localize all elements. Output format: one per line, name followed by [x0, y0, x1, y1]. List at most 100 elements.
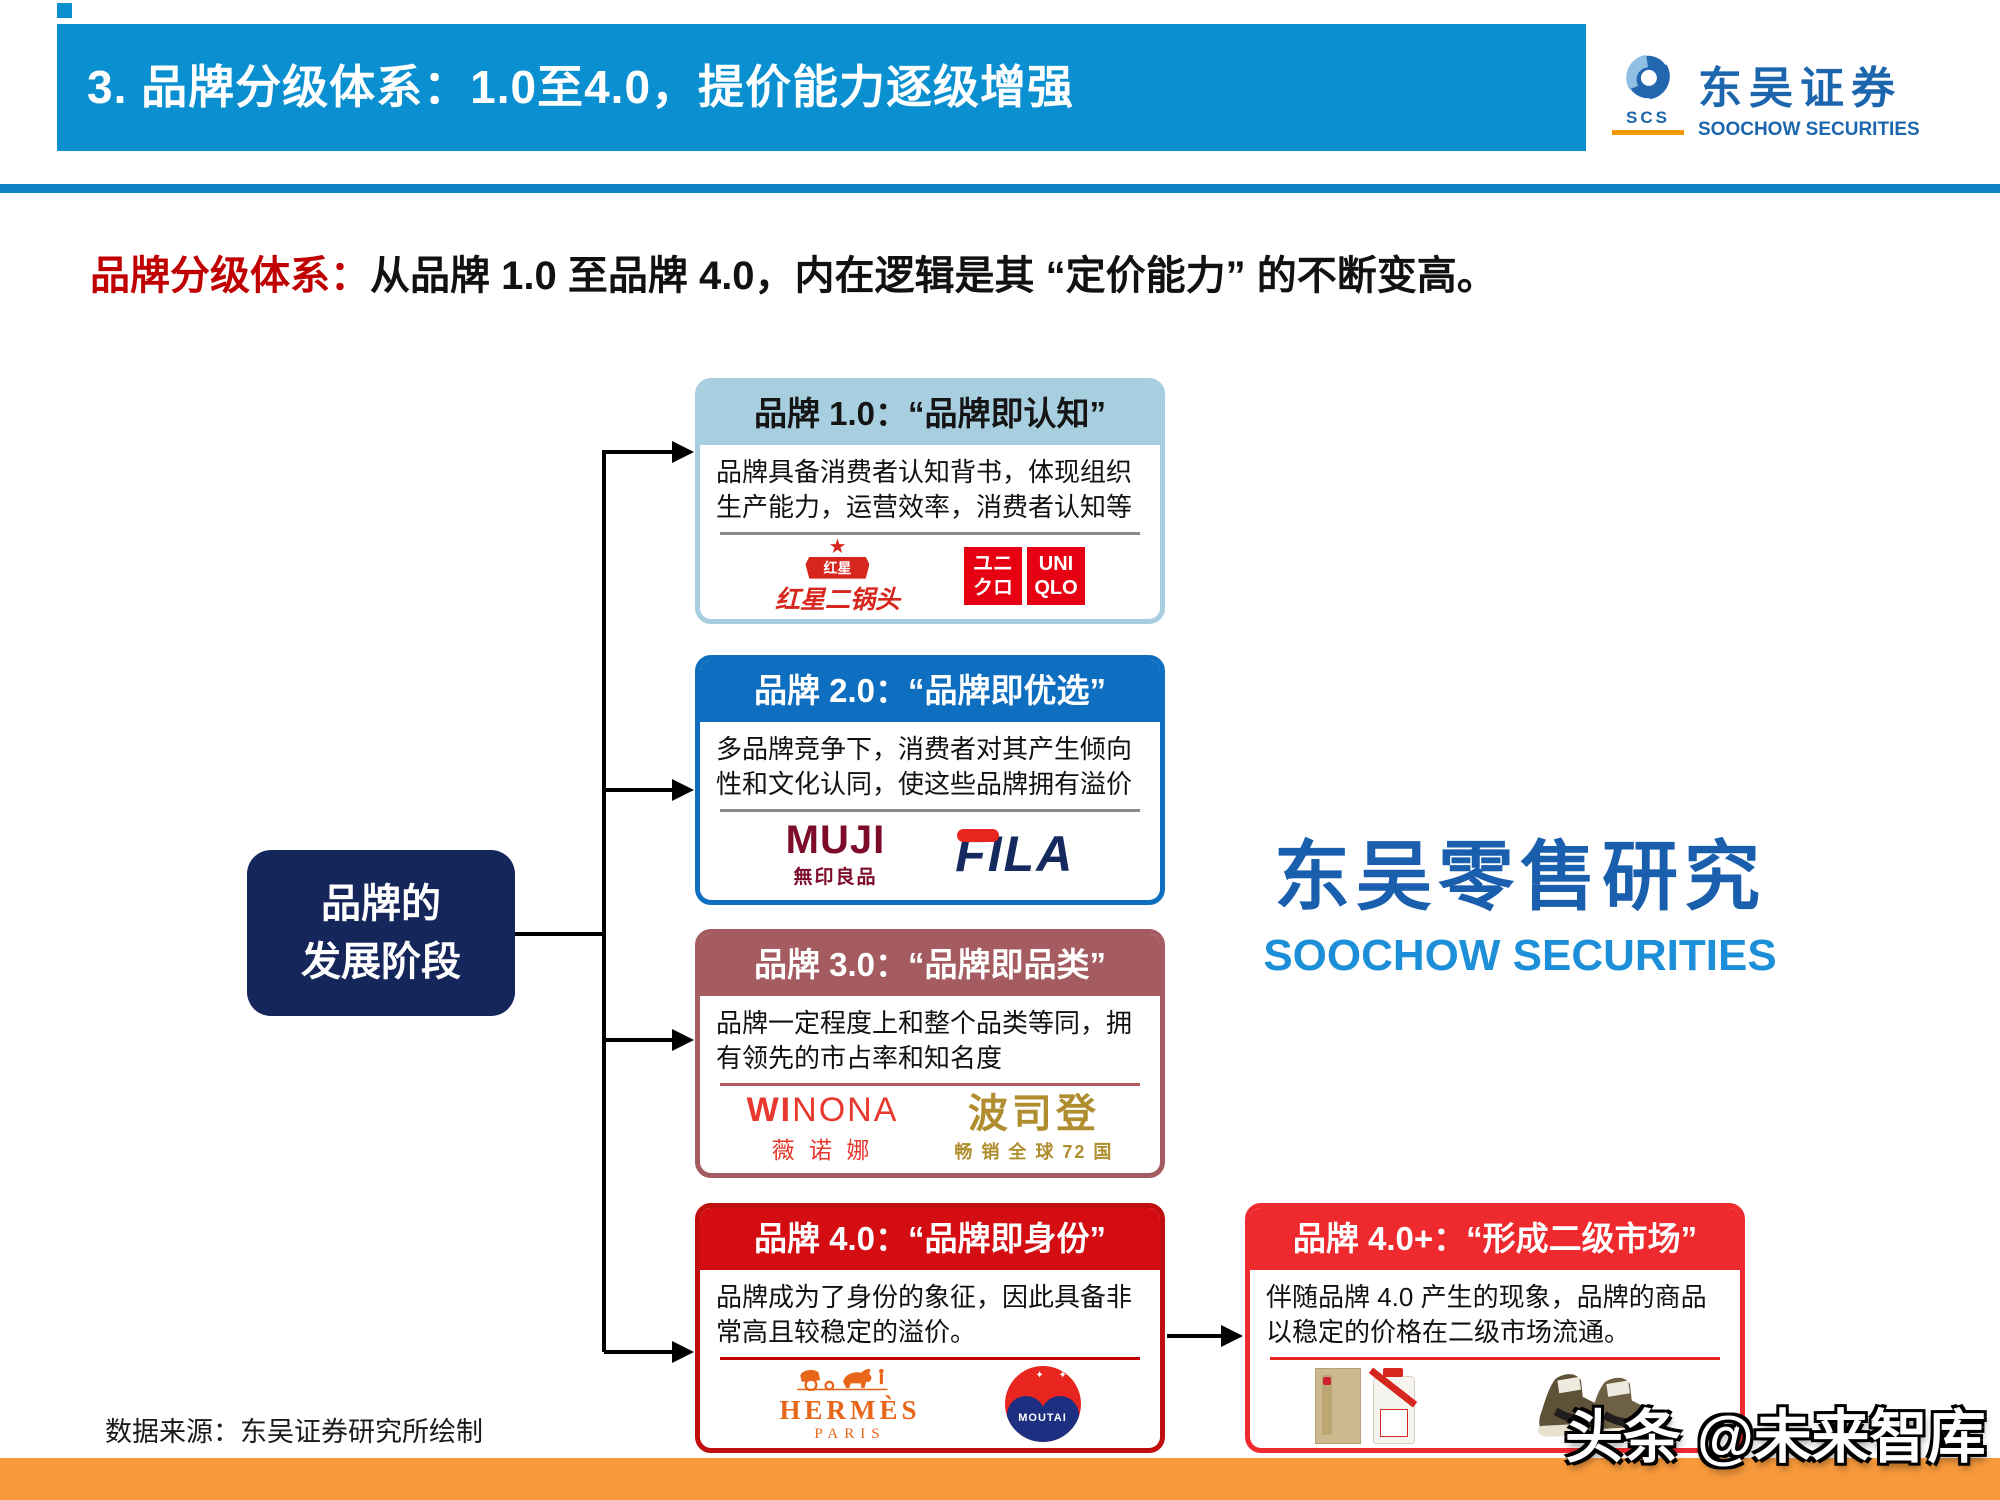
- header-divider-line: [0, 184, 2000, 193]
- data-source-note: 数据来源：东吴证券研究所绘制: [105, 1417, 483, 1447]
- connector-arrow-2-head: [672, 779, 694, 801]
- stage-5-header: 品牌 4.0+：“形成二级市场”: [1250, 1208, 1740, 1270]
- stage-4-desc: 品牌成为了身份的象征，因此具备非常高且较稳定的溢价。: [716, 1282, 1133, 1347]
- stage-1-header: 品牌 1.0：“品牌即认知”: [700, 383, 1160, 445]
- stage-1-title: 品牌 1.0：“品牌即认知”: [753, 395, 1107, 432]
- retail-logo-en: SOOCHOW SECURITIES: [1263, 931, 1777, 980]
- hermes-logo: HERMÈS PARIS: [779, 1365, 920, 1443]
- soochow-logo-cn: 东吴证券: [1698, 64, 1902, 113]
- stage-3-desc: 品牌一定程度上和整个品类等同，拥有领先的市占率和知名度: [716, 1008, 1133, 1073]
- retail-logo-cn: 东吴零售研究: [1274, 835, 1766, 920]
- soochow-logo-text-column: 东吴证券 SOOCHOW SECURITIES: [1698, 52, 1920, 141]
- winona-logo: WINONA 薇 诺 娜: [747, 1093, 899, 1165]
- stage-2-separator: [720, 809, 1140, 813]
- connector-arrow-2-line: [604, 788, 674, 792]
- development-stage-line2: 发展阶段: [301, 940, 461, 984]
- top-left-accent-square: [57, 3, 72, 18]
- moutai-logo: ✦ ✦ ✦ MOUTAI: [1004, 1366, 1081, 1443]
- muji-cn: 無印良品: [793, 866, 878, 888]
- winona-cn: 薇 诺 娜: [771, 1137, 874, 1164]
- soochow-logo-orange-underline: [1612, 130, 1684, 135]
- hongxing-name: 红星二锅头: [774, 585, 900, 614]
- connector-arrow-1-line: [604, 450, 674, 454]
- stage-2-title: 品牌 2.0：“品牌即优选”: [753, 672, 1107, 709]
- connector-arrow-1-head: [672, 441, 694, 463]
- connector-arrow-4-line: [604, 1350, 674, 1354]
- moutai-stars: ✦ ✦ ✦: [1012, 1370, 1073, 1382]
- stage-5-separator: [1270, 1357, 1720, 1361]
- development-stage-line1: 品牌的: [321, 882, 441, 926]
- stage-1-logos: ★ 红星 红星二锅头 ユニ クロ UNI QLO: [700, 537, 1160, 616]
- connector-trunk: [602, 450, 606, 1352]
- stage-box-2-0: 品牌 2.0：“品牌即优选” 多品牌竞争下，消费者对其产生倾向性和文化认同，使这…: [695, 655, 1165, 905]
- winona-nona: NONA: [792, 1091, 899, 1130]
- uniqlo-jp-square: ユニ クロ: [964, 547, 1022, 606]
- soochow-securities-logo: SCS 东吴证券 SOOCHOW SECURITIES: [1612, 52, 1920, 141]
- stage-3-title: 品牌 3.0：“品牌即品类”: [753, 946, 1107, 983]
- stage-2-desc: 多品牌竞争下，消费者对其产生倾向性和文化认同，使这些品牌拥有溢价: [716, 734, 1133, 799]
- stage-2-logos: MUJI 無印良品 FILA: [700, 816, 1160, 892]
- soochow-logo-icon: [1626, 54, 1670, 100]
- stage-5-desc: 伴随品牌 4.0 产生的现象，品牌的商品以稳定的价格在二级市场流通。: [1266, 1282, 1707, 1347]
- connector-arrow-5-head: [1221, 1325, 1243, 1347]
- connector-arrow-5-line: [1167, 1334, 1223, 1338]
- connector-stub: [515, 932, 604, 936]
- soochow-logo-en: SOOCHOW SECURITIES: [1698, 119, 1920, 140]
- uniqlo-jp-bottom: クロ: [973, 577, 1013, 600]
- connector-arrow-3-head: [672, 1029, 694, 1051]
- uniqlo-logo: ユニ クロ UNI QLO: [964, 547, 1085, 606]
- subtitle-label: 品牌分级体系：: [90, 254, 370, 298]
- connector-arrow-3-line: [604, 1038, 674, 1042]
- sneakers-photo: [1537, 1374, 1667, 1441]
- fila-logo: FILA: [955, 826, 1075, 883]
- subtitle: 品牌分级体系：从品牌 1.0 至品牌 4.0，内在逻辑是其 “定价能力” 的不断…: [90, 243, 1497, 301]
- hongxing-erguotou-logo: ★ 红星 红星二锅头: [775, 537, 900, 616]
- stage-box-1-0: 品牌 1.0：“品牌即认知” 品牌具备消费者认知背书，体现组织生产能力，运营效率…: [695, 378, 1165, 624]
- hermes-wordmark: HERMÈS: [779, 1395, 921, 1426]
- moutai-box: [1315, 1368, 1361, 1445]
- stage-5-images: [1250, 1364, 1740, 1446]
- stage-3-logos: WINONA 薇 诺 娜 波司登 畅 销 全 球 72 国: [700, 1090, 1160, 1168]
- hongxing-star-icon: ★: [828, 535, 847, 558]
- stage-5-title: 品牌 4.0+：“形成二级市场”: [1292, 1220, 1698, 1257]
- connector-arrow-4-head: [672, 1341, 694, 1363]
- soochow-logo-scs-text: SCS: [1626, 108, 1670, 127]
- bosideng-tagline: 畅 销 全 球 72 国: [954, 1142, 1114, 1163]
- hermes-paris: PARIS: [814, 1426, 886, 1443]
- stage-3-separator: [720, 1083, 1140, 1087]
- hermes-carriage-icon: [797, 1368, 888, 1392]
- development-stage-box: 品牌的 发展阶段: [247, 850, 515, 1016]
- header-bar: 3. 品牌分级体系：1.0至4.0，提价能力逐级增强: [57, 24, 1586, 151]
- winona-wordmark: WINONA: [747, 1093, 899, 1127]
- watermark: 头条 @未来智库: [1565, 1405, 1986, 1470]
- stage-1-desc: 品牌具备消费者认知背书，体现组织生产能力，运营效率，消费者认知等: [716, 457, 1133, 522]
- stage-2-header: 品牌 2.0：“品牌即优选”: [700, 660, 1160, 722]
- stage-box-3-0: 品牌 3.0：“品牌即品类” 品牌一定程度上和整个品类等同，拥有领先的市占率和知…: [695, 929, 1165, 1178]
- moutai-lips-shape: [1006, 1396, 1079, 1443]
- soochow-retail-research-logo: 东吴零售研究 SOOCHOW SECURITIES: [1230, 815, 1810, 981]
- soochow-logo-icon-column: SCS: [1612, 52, 1684, 135]
- moutai-wordmark: MOUTAI: [1018, 1412, 1067, 1425]
- bosideng-logo: 波司登 畅 销 全 球 72 国: [954, 1094, 1113, 1164]
- subtitle-text: 从品牌 1.0 至品牌 4.0，内在逻辑是其 “定价能力” 的不断变高。: [370, 254, 1497, 298]
- bosideng-wordmark: 波司登: [967, 1092, 1100, 1137]
- uniqlo-jp-top: ユニ: [973, 553, 1013, 576]
- bottom-orange-bar: [0, 1458, 2000, 1500]
- stage-4-separator: [720, 1357, 1140, 1361]
- muji-logo: MUJI 無印良品: [786, 820, 886, 889]
- muji-wordmark: MUJI: [785, 817, 886, 862]
- uniqlo-en-bottom: QLO: [1034, 577, 1078, 600]
- page-title: 3. 品牌分级体系：1.0至4.0，提价能力逐级增强: [87, 61, 1075, 113]
- stage-box-4-0-plus: 品牌 4.0+：“形成二级市场” 伴随品牌 4.0 产生的现象，品牌的商品以稳定…: [1245, 1203, 1745, 1453]
- stage-box-4-0: 品牌 4.0：“品牌即身份” 品牌成为了身份的象征，因此具备非常高且较稳定的溢价…: [695, 1203, 1165, 1453]
- stage-1-separator: [720, 532, 1140, 536]
- hongxing-banner: 红星: [805, 556, 870, 579]
- stage-4-logos: HERMÈS PARIS ✦ ✦ ✦ MOUTAI: [700, 1364, 1160, 1444]
- uniqlo-en-square: UNI QLO: [1027, 547, 1085, 606]
- stage-3-header: 品牌 3.0：“品牌即品类”: [700, 934, 1160, 996]
- moutai-bottle-photo: [1315, 1366, 1435, 1445]
- uniqlo-en-top: UNI: [1038, 553, 1074, 576]
- stage-4-header: 品牌 4.0：“品牌即身份”: [700, 1208, 1160, 1270]
- stage-4-title: 品牌 4.0：“品牌即身份”: [753, 1220, 1107, 1257]
